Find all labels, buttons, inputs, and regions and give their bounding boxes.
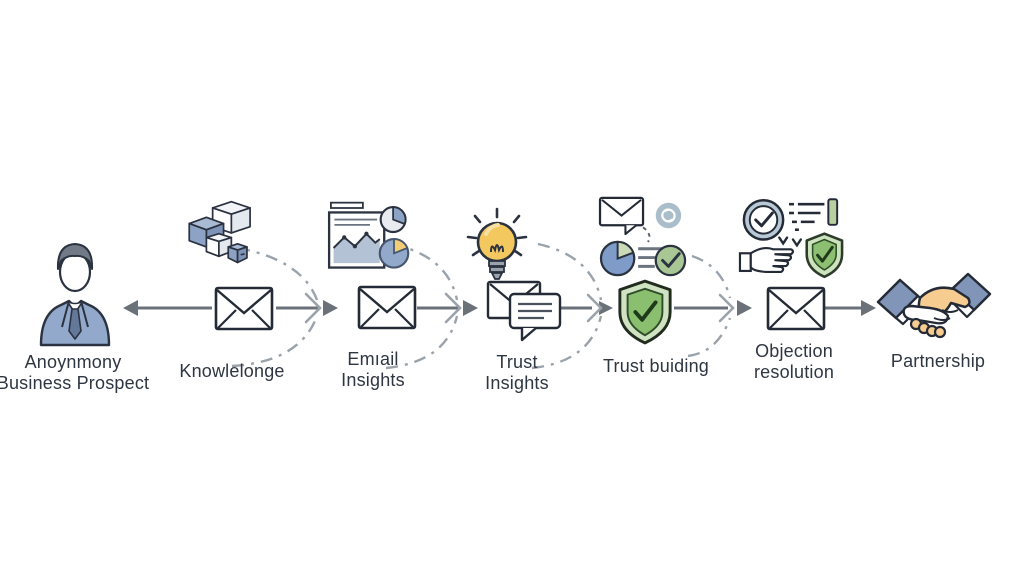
stage-label-partnership: Partnership	[890, 351, 986, 371]
shield-check-icon	[618, 279, 672, 345]
report-pie-charts-icon	[327, 201, 410, 269]
down-arrows-icon	[778, 236, 803, 248]
envelope-icon	[766, 286, 826, 331]
envelope-icon	[214, 286, 274, 331]
envelope-chat-icon	[486, 280, 562, 342]
lightbulb-icon	[466, 207, 528, 280]
stage-label-trust-building: Trust buiding	[603, 356, 709, 376]
handshake-icon	[876, 272, 992, 339]
shield-check-small-icon	[805, 232, 844, 279]
arrowheads	[123, 300, 876, 316]
stage-label-objection-resolution: Objection resolution	[753, 341, 835, 382]
stage-label-trust-insights: Trust Insights	[485, 352, 549, 393]
stage-label-knowledge: Knowlelonge	[179, 361, 285, 381]
envelope-icon	[357, 285, 417, 330]
approval-cluster-icon	[738, 198, 844, 279]
stage-label-prospect: Anoynmony Business Prospect	[0, 352, 150, 393]
sync-gear-icon	[655, 202, 682, 229]
knuckles	[909, 317, 947, 339]
businessman-icon	[39, 243, 111, 347]
chevron-tips	[304, 292, 735, 324]
stage-label-email-insights: Emıail Insights	[341, 349, 405, 390]
checklist-icon	[789, 202, 825, 231]
hand-icon	[738, 246, 795, 274]
email-analytics-cluster-icon	[598, 196, 687, 277]
stacked-boxes-icon	[188, 200, 251, 264]
